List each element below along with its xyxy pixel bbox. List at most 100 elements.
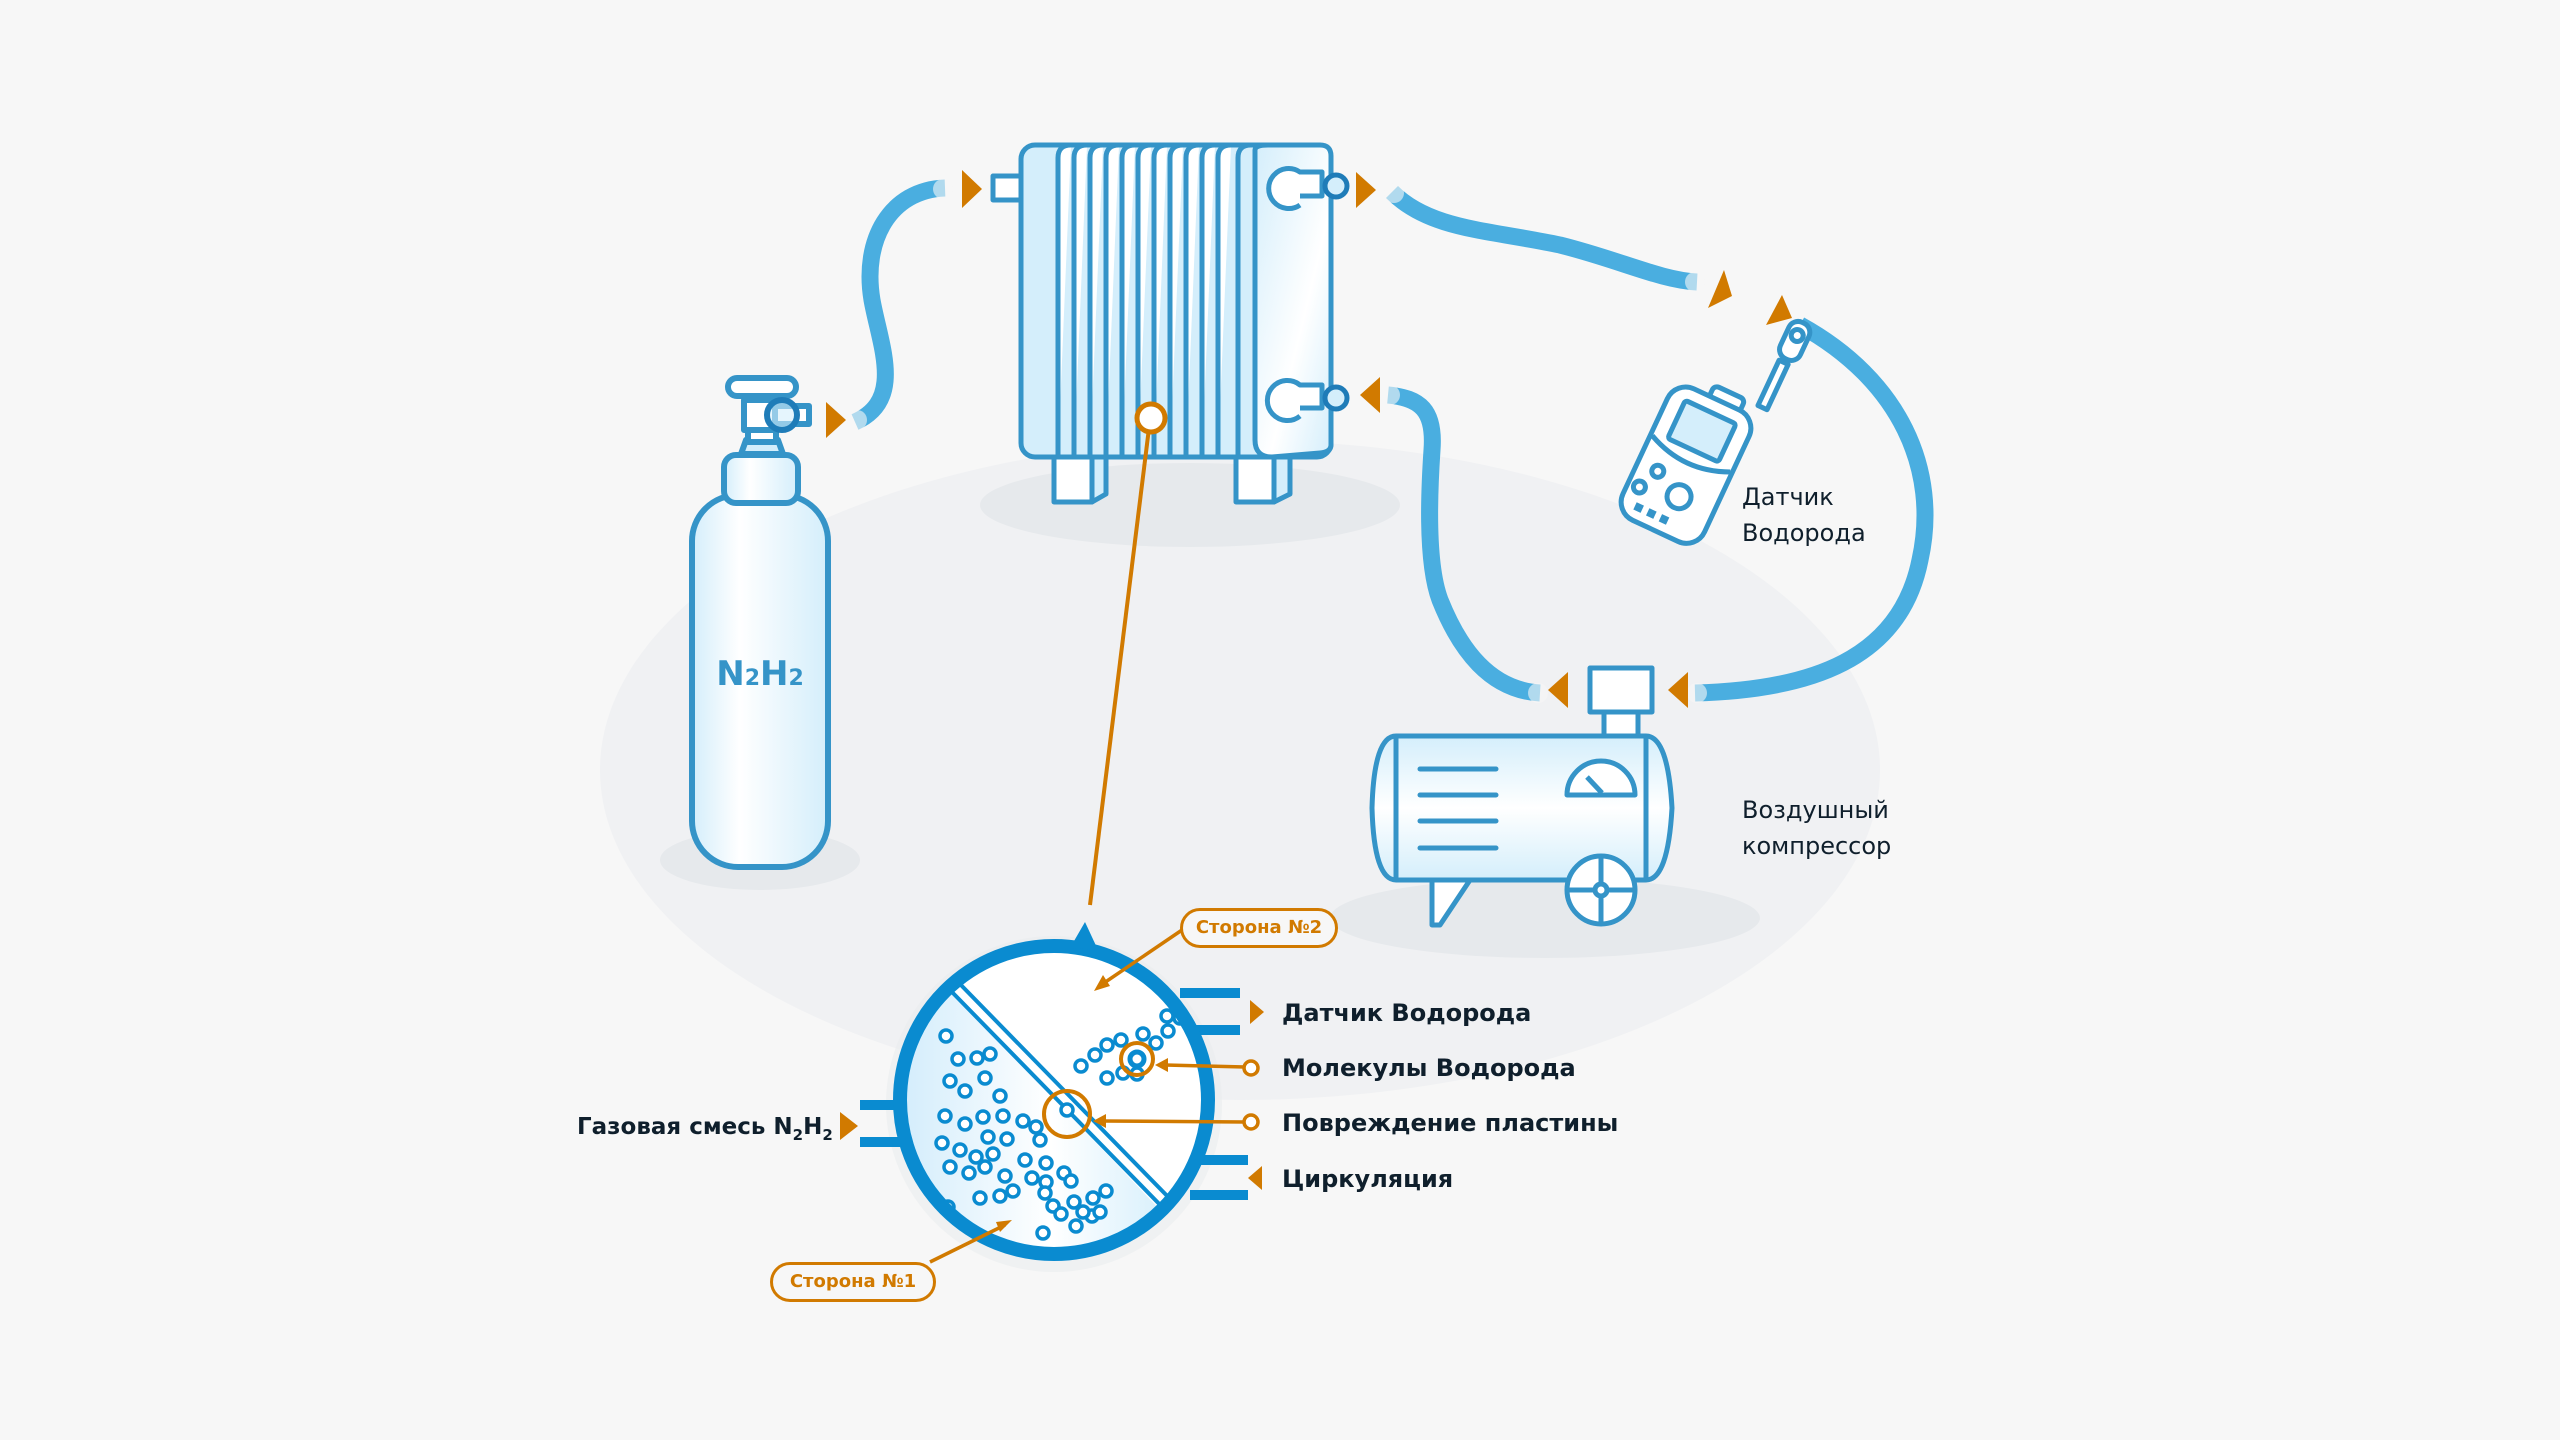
hydrogen-molecule [1005,1183,1021,1199]
hydrogen-molecule [1037,1185,1053,1201]
hydrogen-sensor [1618,318,1813,546]
hydrogen-molecule [938,1028,954,1044]
exchanger-front-panel [1252,142,1334,460]
hoses [851,179,1934,702]
plate-detail-view [860,922,1264,1272]
port-bottom-connector [1322,384,1350,412]
sensor-screen [1666,398,1738,464]
sensor-probe-rod [1755,357,1791,413]
hydrogen-molecule [1148,1035,1164,1051]
hydrogen-molecule [985,1146,1001,1162]
legend-arrow-right-icon [1250,1000,1264,1024]
gauge-needle [1585,775,1604,795]
compressor-shadow [1330,878,1760,958]
arrow-right-icon [826,402,846,438]
hydrogen-molecule [1160,1023,1176,1039]
exchanger-plate [1055,142,1072,457]
hydrogen-molecule [999,1131,1015,1147]
arrow-left-icon [1668,672,1688,708]
legend-item-sensor: Датчик Водорода [1282,999,1531,1027]
sensor-button-small [1649,462,1667,480]
exchanger-plate [1151,142,1168,457]
legend-item-circulation: Циркуляция [1282,1165,1453,1193]
hydrogen-molecule [1015,1113,1031,1129]
hydrogen-molecule [1028,1119,1044,1135]
hydrogen-molecule [1068,1218,1084,1234]
sensor-keys [1633,502,1670,525]
hydrogen-molecule [1032,1132,1048,1148]
legend-item-molecules: Молекулы Водорода [1282,1054,1576,1082]
detail-pointer-icon [1070,922,1098,950]
exchanger-plate [1087,142,1104,457]
hydrogen-molecule [1073,1058,1089,1074]
exchanger-inlet-pipe [990,173,1026,203]
hydrogen-molecule [1099,1037,1115,1053]
molecule-highlight [1119,1041,1155,1077]
hydrogen-molecule [969,1050,985,1066]
plate-line-b [956,980,1180,1209]
hydrogen-molecule [995,1108,1011,1124]
side2-tag: Сторона №2 [1180,908,1338,948]
valve-knob [764,397,800,433]
hose-radiator-to-sensor [1385,185,1698,291]
hose-fades [847,179,1707,703]
legend-item-plate-damage: Повреждение пластины [1282,1109,1618,1137]
hydrogen-molecule [1059,1102,1075,1118]
hydrogen-molecule [1085,1190,1101,1206]
hydrogen-molecule [997,1168,1013,1184]
hydrogen-molecule [1053,1206,1069,1222]
port-top-connector [1322,172,1350,200]
hydrogen-molecule [934,1135,950,1151]
hydrogen-molecule [1087,1047,1103,1063]
arrow-left-icon [1548,672,1568,708]
compressor-pipe [1601,709,1641,739]
hydrogen-molecule [1113,1032,1129,1048]
exchanger-plate [1199,142,1216,457]
arrow-right-icon [1356,172,1376,208]
valve-handle [725,375,799,399]
side1-tag: Сторона №1 [770,1262,936,1302]
compressor-head [1587,665,1655,715]
hydrogen-molecule [992,1188,1008,1204]
hydrogen-molecule [1024,1170,1040,1186]
hydrogen-molecule [942,1073,958,1089]
detail-side1-area [906,952,1165,1248]
zoom-point-marker [1134,401,1168,435]
wheel-hub [1592,881,1610,899]
hydrogen-molecule [957,1083,973,1099]
hydrogen-molecule [992,1088,1008,1104]
hose-cylinder-to-radiator [851,179,946,430]
arrow-up-icon [1708,270,1732,308]
hydrogen-molecule [952,1142,968,1158]
hydrogen-molecule [972,1190,988,1206]
compressor-vent-lines [1417,766,1499,851]
hydrogen-molecule [961,1165,977,1181]
exchanger-plate [1215,142,1232,457]
hose-sensor-to-compressor [1694,317,1934,702]
exchanger-plate [1135,142,1152,457]
hydrogen-molecule [1063,1173,1079,1189]
compressor-tank [1369,733,1675,883]
port-bottom [1264,378,1325,423]
hydrogen-molecule [980,1129,996,1145]
pressure-gauge-icon [1564,758,1638,798]
sensor-button-left [1630,478,1648,496]
port-top [1266,166,1325,211]
hydrogen-molecule [1092,1204,1108,1220]
legend-arrow-left-icon [1248,1166,1262,1190]
molecule-focus [1127,1049,1147,1069]
hydrogen-molecule [942,1159,958,1175]
sensor-probe-hole [1788,327,1806,345]
arrow-right-icon [840,1112,858,1140]
hose-compressor-to-radiator [1386,386,1541,702]
hydrogen-molecule [950,1051,966,1067]
radiator-shadow [980,463,1400,547]
gas-cylinder [689,375,831,870]
exchanger-plate [1071,142,1088,457]
hydrogen-molecule [1099,1070,1115,1086]
arrow-right-icon [962,170,982,208]
exchanger-plates [1055,142,1252,457]
exchanger-plate [1235,142,1252,457]
plate-line-a [948,988,1172,1217]
zoom-leader-line [1088,419,1152,906]
